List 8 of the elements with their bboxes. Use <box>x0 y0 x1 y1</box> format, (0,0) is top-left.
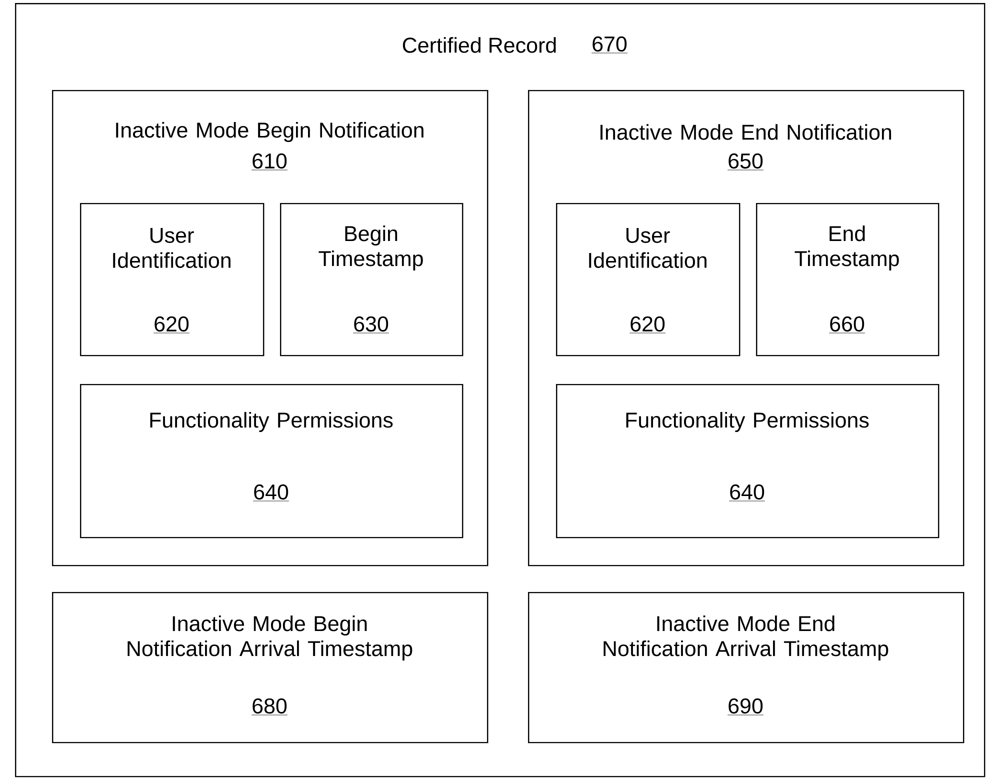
field-box: User Identification 620 <box>80 202 264 356</box>
field-box: Functionality Permissions 640 <box>80 384 464 538</box>
field-box: Inactive Mode End Notification Arrival Timestamp 690 <box>528 592 964 744</box>
field-box: End Timestamp 660 <box>756 202 940 356</box>
field-box: Begin Timestamp 630 <box>280 202 464 356</box>
field-box: Functionality Permissions 640 <box>556 384 940 538</box>
field-box: User Identification 620 <box>556 202 740 356</box>
field-box: Inactive Mode Begin Notification Arrival Timestamp 680 <box>52 592 488 744</box>
